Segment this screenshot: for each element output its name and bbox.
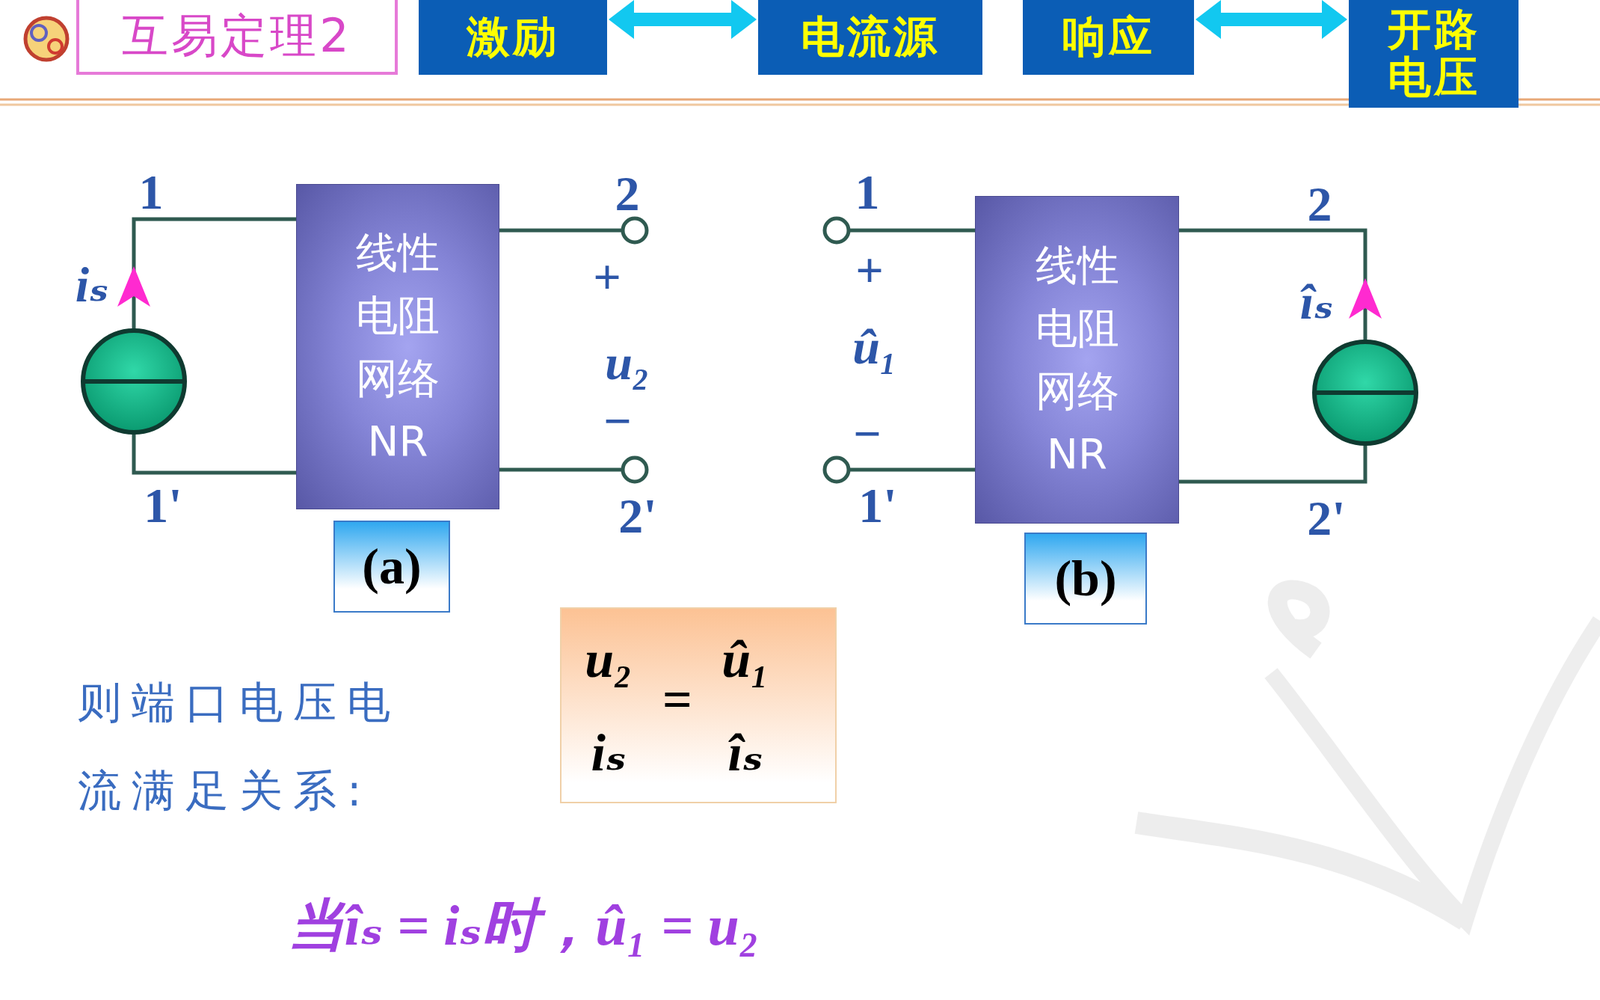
logo-ornament	[25, 17, 68, 60]
formula-box: u₂ iₛ = û₁ îₛ	[560, 607, 837, 803]
formula-term: iₛ	[590, 720, 626, 783]
figure-tag: (b)	[1024, 532, 1147, 625]
terminal-label: 2'	[618, 487, 657, 545]
header-band: 开路电压	[1348, 0, 1519, 108]
node-text: 电流源	[800, 13, 940, 62]
node-text: 线性 电阻 网络 NR	[1010, 234, 1144, 486]
node-text: 响应	[1062, 13, 1156, 62]
node-text: 线性 电阻 网络 NR	[330, 221, 465, 473]
slide-title: 互易定理2	[76, 0, 398, 75]
terminal-label: 1	[855, 163, 880, 221]
formula-term: u₂	[584, 629, 632, 690]
watermark-swirl	[1136, 589, 1600, 920]
terminal-label: 1	[139, 163, 164, 221]
node-text: 开路电压	[1386, 5, 1482, 102]
network-box: 线性 电阻 网络 NR	[296, 184, 499, 509]
terminal-label: −	[853, 405, 882, 463]
node-text: (a)	[361, 536, 421, 596]
signal-name: îₛ	[1300, 272, 1334, 331]
formula-term: û₁	[721, 629, 769, 690]
node-text: (b)	[1054, 548, 1117, 608]
terminal-label: 1'	[143, 477, 182, 534]
header-band: 激励	[418, 0, 608, 75]
header-band: 电流源	[758, 0, 983, 75]
terminal-label: 2'	[1306, 489, 1346, 547]
formula-term: =	[662, 669, 693, 730]
terminal-label: +	[592, 248, 622, 306]
terminal-label: 2	[615, 165, 640, 223]
terminal	[824, 457, 849, 482]
terminal	[824, 218, 849, 243]
signal-name: u₂	[604, 334, 650, 392]
terminal-label: +	[855, 242, 884, 300]
terminal-label: −	[603, 392, 632, 450]
note-text: 则端口电压电流满足关系:	[77, 657, 430, 835]
terminal-label: 2	[1307, 175, 1333, 233]
terminal	[622, 457, 647, 482]
double-arrow	[1195, 0, 1348, 39]
signal-name: û₁	[852, 318, 898, 376]
node-text: 激励	[466, 13, 560, 62]
terminal	[622, 218, 647, 243]
terminal-label: 1'	[858, 477, 897, 534]
formula-term: îₛ	[727, 720, 763, 783]
conclusion-text: 当îₛ = iₛ时，û₁ = u₂	[287, 887, 759, 965]
figure-tag: (a)	[333, 520, 451, 613]
double-arrow	[608, 0, 757, 39]
network-box: 线性 电阻 网络 NR	[975, 196, 1179, 523]
header-band: 响应	[1022, 0, 1195, 75]
signal-name: iₛ	[75, 254, 109, 314]
